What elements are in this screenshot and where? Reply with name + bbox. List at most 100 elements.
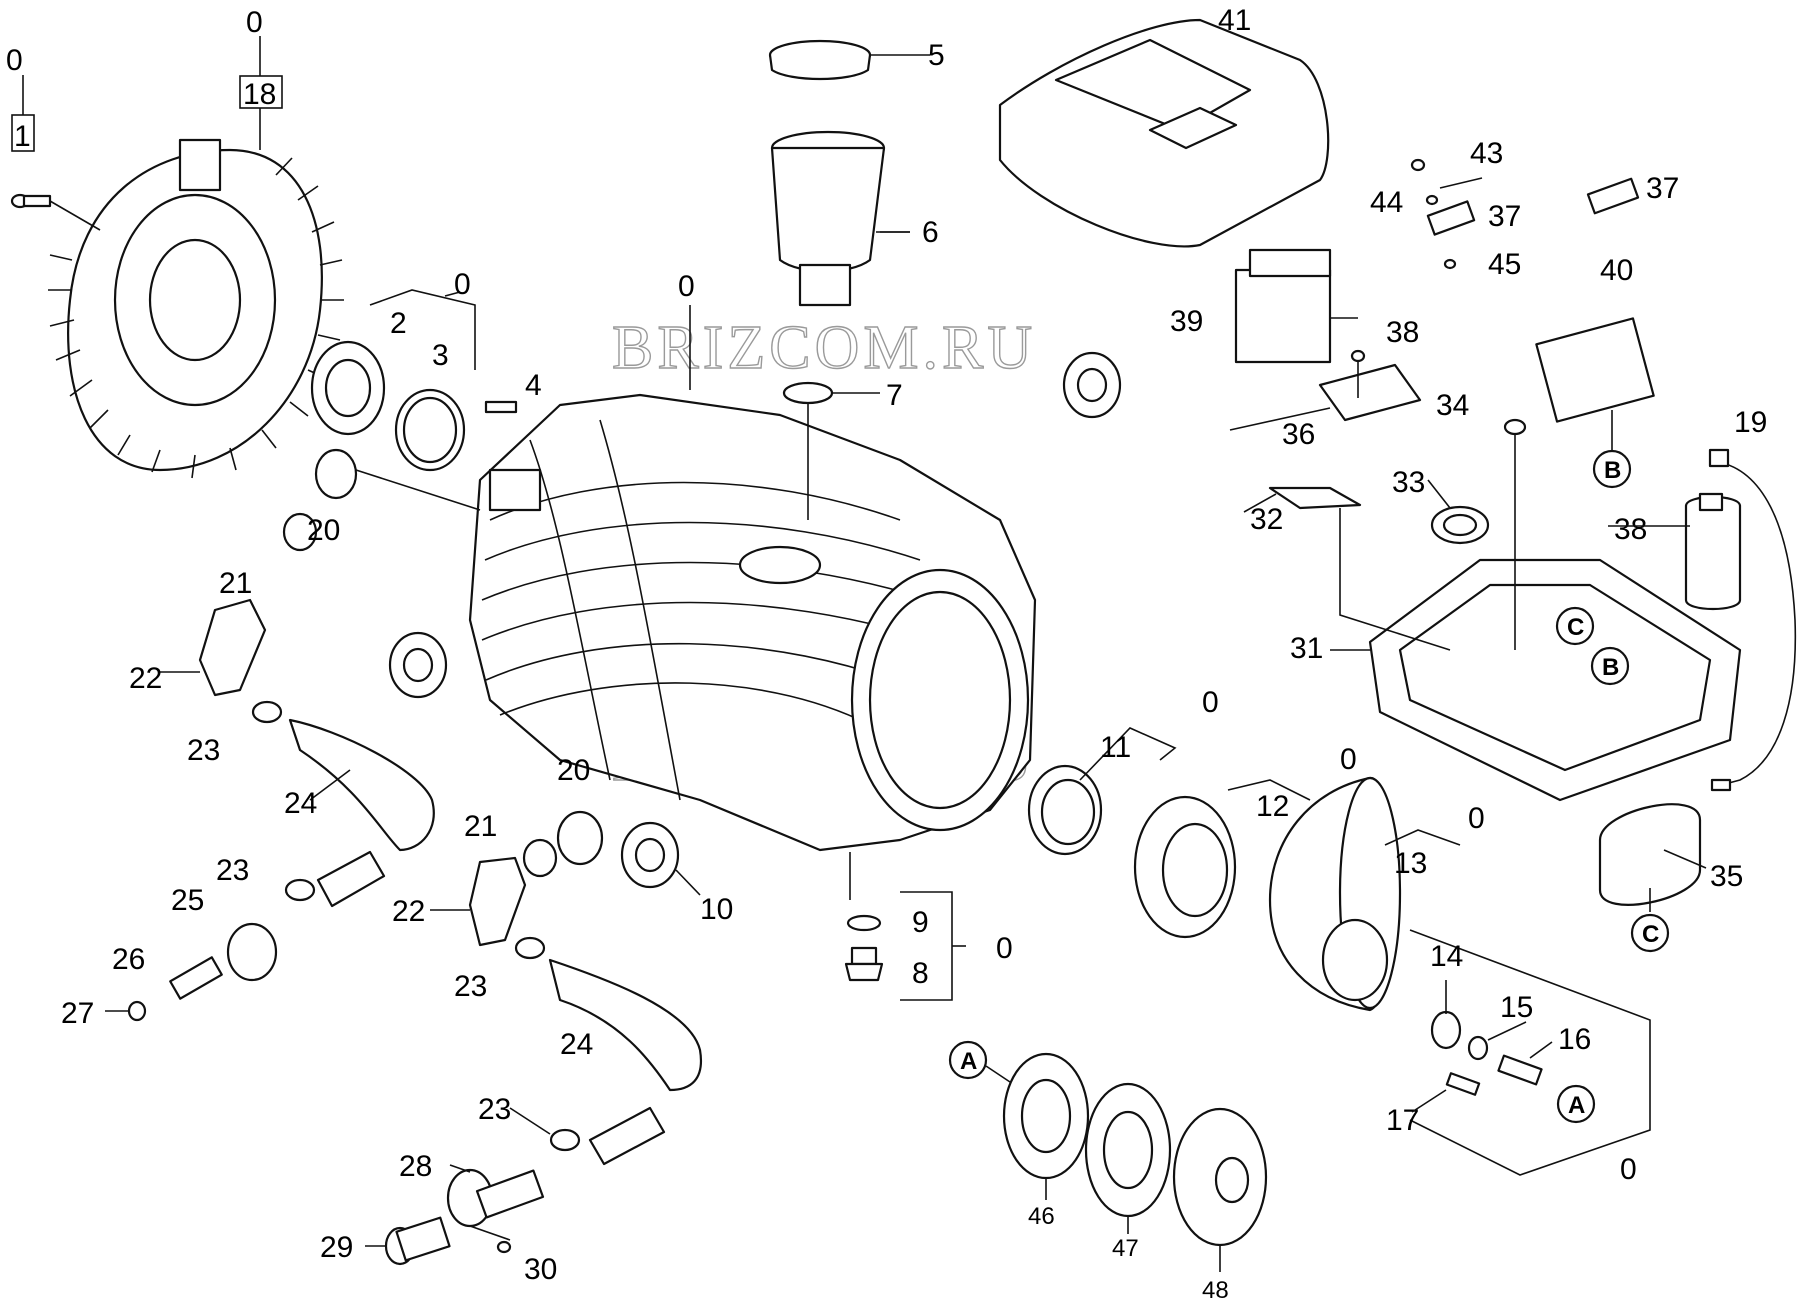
label-47: 47 — [1112, 1235, 1139, 1262]
svg-text:B: B — [1602, 654, 1619, 681]
label-13: 13 — [1394, 847, 1427, 880]
screw-30 — [496, 1240, 512, 1254]
label-27: 27 — [61, 997, 94, 1030]
washer-44 — [1425, 194, 1439, 206]
switch-40 — [1535, 317, 1655, 423]
label-38-a: 38 — [1386, 316, 1419, 349]
svg-text:A: A — [1568, 1092, 1585, 1119]
label-45: 45 — [1488, 248, 1521, 281]
rail-36 — [1318, 363, 1422, 422]
o-ring-7 — [782, 381, 880, 520]
label-0-f: 0 — [1340, 743, 1357, 776]
label-23-c: 23 — [454, 970, 487, 1003]
clamp-23-d — [549, 1128, 581, 1152]
label-36: 36 — [1282, 418, 1315, 451]
label-41: 41 — [1218, 4, 1251, 37]
label-23-b: 23 — [216, 854, 249, 887]
connector-28 — [446, 1168, 545, 1228]
label-48: 48 — [1202, 1277, 1229, 1304]
ref-marker-c-box: C — [1555, 606, 1595, 646]
ref-marker-a-left: A — [948, 1040, 1011, 1083]
label-40: 40 — [1600, 254, 1633, 287]
bolt-16 — [1497, 1054, 1543, 1086]
label-4: 4 — [525, 369, 542, 402]
label-0-a: 0 — [6, 44, 23, 77]
svg-text:C: C — [1567, 614, 1584, 641]
svg-text:B: B — [1604, 457, 1621, 484]
thrust-bearing-47 — [1084, 1082, 1172, 1218]
label-30: 30 — [524, 1253, 557, 1286]
label-16: 16 — [1558, 1023, 1591, 1056]
strip-32 — [1268, 486, 1451, 651]
label-39: 39 — [1170, 305, 1203, 338]
ref-marker-a-right: A — [1556, 1084, 1596, 1124]
ref-marker-b-top: B — [1592, 410, 1632, 489]
swashplate-13 — [1268, 776, 1402, 1012]
screw-1 — [10, 193, 101, 231]
label-21-b: 21 — [464, 810, 497, 843]
thrust-washer-48 — [1172, 1107, 1268, 1247]
label-18: 18 — [243, 78, 276, 111]
sleeve-20-lower — [556, 810, 604, 866]
clamp-23-c — [514, 936, 546, 960]
key-4 — [484, 400, 518, 414]
label-15: 15 — [1500, 991, 1533, 1024]
label-0-d: 0 — [678, 270, 695, 303]
clamp-23-b — [284, 878, 316, 902]
control-box-31 — [1368, 558, 1742, 802]
label-7: 7 — [886, 379, 903, 412]
sleeve-35 — [1598, 803, 1702, 912]
ref-marker-b-box: B — [1590, 646, 1630, 686]
bracket-0-swashplate — [1384, 829, 1461, 846]
key-17 — [1445, 1072, 1481, 1096]
label-9: 9 — [912, 906, 929, 939]
label-0-g: 0 — [1468, 802, 1485, 835]
label-44: 44 — [1370, 186, 1403, 219]
seal-9 — [846, 914, 882, 932]
label-19: 19 — [1734, 406, 1767, 439]
elbow-22-lower — [430, 856, 527, 947]
label-37-b: 37 — [1646, 172, 1679, 205]
label-31: 31 — [1290, 632, 1323, 665]
label-0-e: 0 — [1202, 686, 1219, 719]
bracket-0-top-left — [11, 75, 35, 152]
cap-5 — [768, 39, 930, 81]
bracket-0-bearing-12 — [1227, 779, 1311, 801]
grommet-33 — [1430, 505, 1490, 545]
label-43: 43 — [1470, 137, 1503, 170]
bracket-0-flange — [239, 36, 283, 150]
washer-46 — [1002, 1052, 1090, 1180]
label-12: 12 — [1256, 790, 1289, 823]
label-22-b: 22 — [392, 895, 425, 928]
label-23-d: 23 — [478, 1093, 511, 1126]
label-0-c: 0 — [454, 268, 471, 301]
nut-45 — [1443, 258, 1457, 270]
label-17: 17 — [1386, 1104, 1419, 1137]
label-14: 14 — [1430, 940, 1463, 973]
ring-3 — [394, 388, 466, 472]
label-46: 46 — [1028, 1203, 1055, 1230]
clamp-23-a — [251, 700, 283, 724]
bracket-0-bearing — [369, 289, 476, 370]
cable-19 — [1708, 448, 1797, 792]
label-32: 32 — [1250, 503, 1283, 536]
label-0-b: 0 — [246, 6, 263, 39]
terminal-37-b — [1586, 177, 1640, 215]
clamp-21-lower — [522, 838, 558, 878]
hose-24-lower — [548, 958, 703, 1166]
label-23-a: 23 — [187, 734, 220, 767]
label-3: 3 — [432, 339, 449, 372]
label-11: 11 — [1100, 731, 1131, 764]
label-24-a: 24 — [284, 787, 317, 820]
motor-end-flange — [48, 138, 344, 479]
strainer-29 — [365, 1216, 451, 1266]
oil-reservoir-6 — [770, 130, 910, 307]
leader-lines — [449, 177, 1707, 1272]
label-29: 29 — [320, 1231, 353, 1264]
screw-34 — [1503, 418, 1527, 650]
nipple-26 — [169, 956, 223, 1000]
needle-bearing-10b — [1062, 351, 1122, 419]
ref-marker-c-bottom: C — [1630, 913, 1670, 953]
lock-washer-15 — [1467, 1035, 1489, 1061]
label-33: 33 — [1392, 466, 1425, 499]
